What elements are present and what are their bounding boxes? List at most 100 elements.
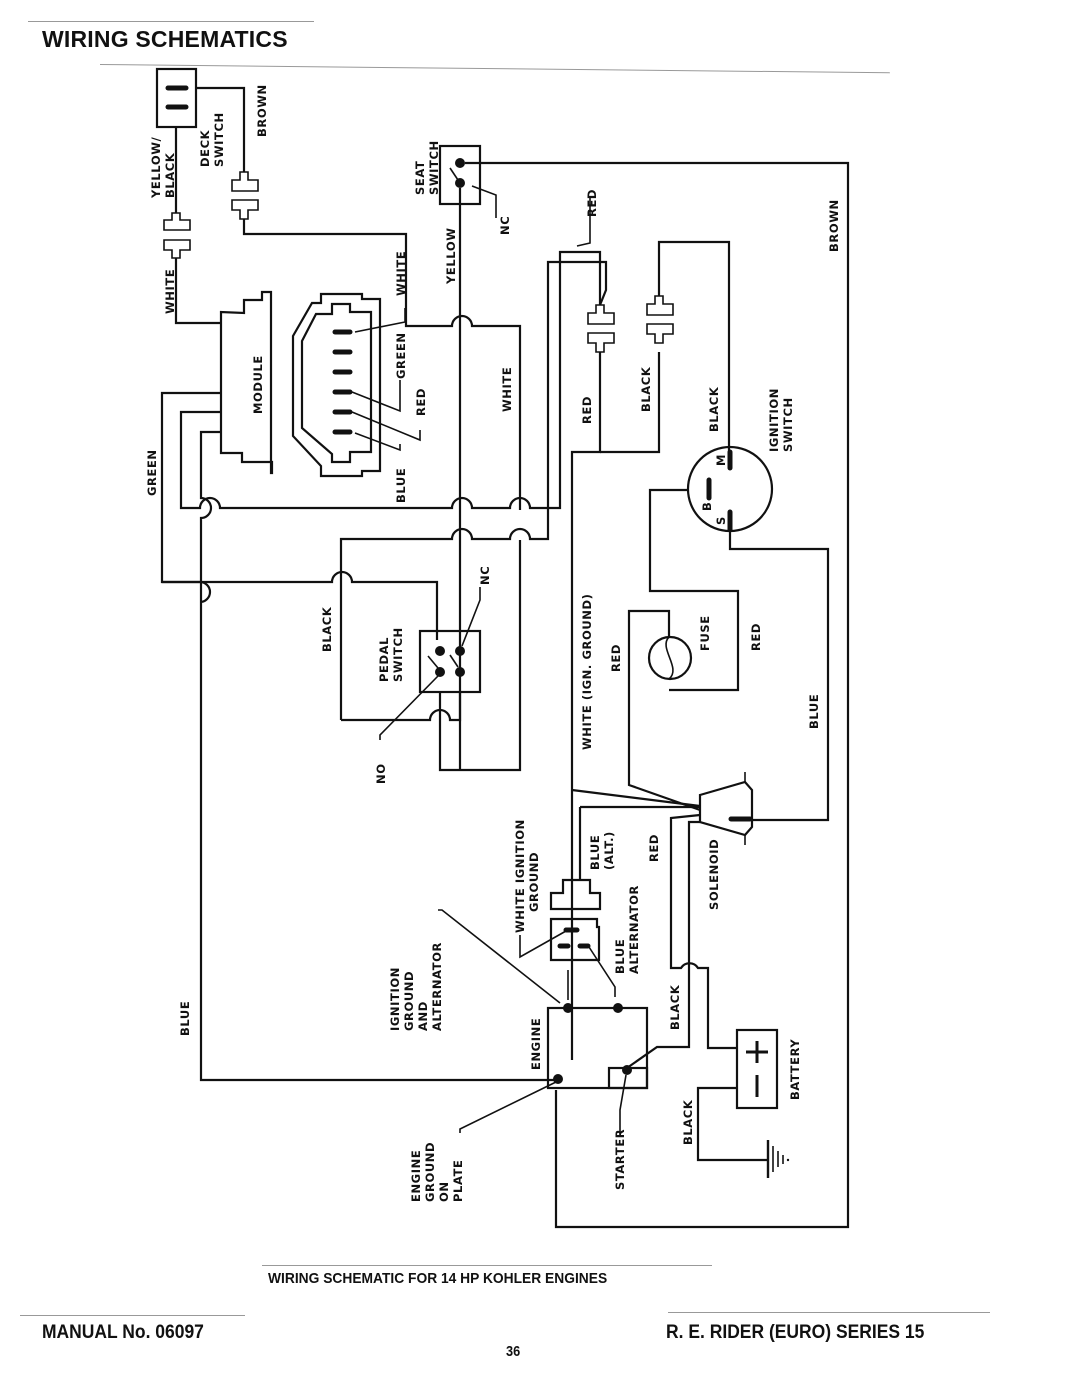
manual-number: MANUAL No. 06097: [42, 1322, 204, 1343]
footer-rule-right: [668, 1312, 990, 1313]
solenoid: [698, 772, 754, 845]
series-title: R. E. RIDER (EURO) SERIES 15: [666, 1322, 925, 1343]
label-white-ignition-ground-2: GROUND: [527, 852, 541, 912]
label-engine-ground-1: ENGINE: [409, 1150, 423, 1202]
label-black-starter: BLACK: [668, 984, 682, 1030]
label-green-left: GREEN: [145, 449, 159, 496]
label-nc-pedal: NC: [478, 566, 492, 585]
figure-caption: WIRING SCHEMATIC FOR 14 HP KOHLER ENGINE…: [268, 1270, 608, 1287]
label-white-ign-ground: WHITE (IGN. GROUND): [580, 594, 594, 751]
label-terminal-b: B: [700, 502, 714, 511]
wire-brown-deck: [196, 86, 246, 172]
label-red-fuse-right: RED: [749, 623, 763, 651]
deck-switch: [155, 67, 198, 129]
label-black-ignition: BLACK: [707, 386, 721, 432]
battery: [735, 1028, 779, 1110]
label-red-top: RED: [585, 189, 599, 217]
ignition-switch: [686, 445, 774, 533]
label-red-center: RED: [580, 396, 594, 424]
label-pedal-switch-1: PEDAL: [377, 637, 391, 682]
label-ign-ground-alt-3: AND: [416, 1001, 430, 1031]
label-yellow-black-1: YELLOW/: [149, 137, 163, 199]
label-starter: STARTER: [613, 1129, 627, 1190]
engine: [438, 909, 649, 1135]
label-brown-right: BROWN: [827, 199, 841, 252]
wire-red-fuse: [648, 488, 740, 692]
red-leader: [576, 198, 591, 247]
wire-black-center: [600, 352, 661, 454]
wire-blue-solenoid: [728, 531, 830, 822]
wire-white-solenoid: [571, 788, 701, 808]
label-deck-switch-1: DECK: [198, 129, 212, 167]
label-brown-deck: BROWN: [255, 84, 269, 137]
label-ign-ground-alt-1: IGNITION: [388, 967, 402, 1031]
label-engine-ground-2: GROUND: [423, 1142, 437, 1202]
wiring-schematic: YELLOW/ BLACK DECK SWITCH BROWN WHITE SE…: [145, 67, 850, 1229]
label-blue-alt-1: BLUE: [588, 835, 602, 870]
module-connector: [291, 292, 421, 478]
label-blue-alternator-2: ALTERNATOR: [627, 885, 641, 974]
seat-switch: [438, 144, 497, 218]
label-blue-module: BLUE: [394, 468, 408, 503]
label-seat-switch-2: SWITCH: [427, 140, 441, 195]
connector-red: [587, 304, 615, 353]
label-ign-ground-alt-2: GROUND: [402, 971, 416, 1031]
label-blue-alt-2: (ALT.): [602, 831, 616, 870]
label-black-center: BLACK: [639, 366, 653, 412]
wire-brown-seat: [465, 161, 850, 1229]
module: [219, 290, 274, 475]
wire-red-fuse-solenoid: [627, 609, 701, 812]
label-red-module: RED: [414, 388, 428, 416]
label-yellow-black-2: BLACK: [163, 152, 177, 198]
label-seat-switch-1: SEAT: [413, 161, 427, 195]
wire-black-ignition: [657, 240, 731, 452]
label-ignition-switch-2: SWITCH: [781, 397, 795, 452]
wire-red-center: [570, 352, 602, 1060]
label-white-left: WHITE: [163, 269, 177, 314]
page-number: 36: [506, 1343, 521, 1360]
label-blue-left: BLUE: [178, 1001, 192, 1036]
label-black-pedal: BLACK: [320, 606, 334, 652]
wire-white-seat: [242, 219, 522, 510]
wire-black-pedal: [162, 570, 439, 640]
label-black-ground: BLACK: [681, 1099, 695, 1145]
label-pedal-switch-2: SWITCH: [391, 627, 405, 682]
page-title: WIRING SCHEMATICS: [42, 26, 288, 52]
label-green-module: GREEN: [394, 332, 408, 379]
label-terminal-s: S: [714, 516, 728, 525]
footer-rule-left: [20, 1315, 245, 1316]
label-engine-ground-3: ON: [437, 1181, 451, 1202]
label-battery: BATTERY: [788, 1039, 802, 1100]
connector-yellow-black: [163, 212, 191, 259]
label-blue-alternator-1: BLUE: [613, 939, 627, 974]
label-deck-switch-2: SWITCH: [212, 112, 226, 167]
ground-icon: [766, 1140, 790, 1178]
connector-brown: [231, 171, 259, 220]
label-white-center: WHITE: [500, 367, 514, 412]
label-white-module-top: WHITE: [394, 251, 408, 296]
caption-rule: [262, 1265, 712, 1266]
label-solenoid: SOLENOID: [707, 839, 721, 910]
label-module: MODULE: [251, 355, 265, 414]
wire-white-module: [174, 258, 221, 325]
label-terminal-m: M: [714, 454, 728, 466]
label-yellow: YELLOW: [444, 228, 458, 286]
pedal-switch: [379, 587, 482, 740]
label-no-pedal: NO: [374, 763, 388, 784]
label-engine-ground-4: PLATE: [451, 1160, 465, 1202]
engine-plug: [519, 878, 616, 1000]
connector-black: [646, 295, 674, 344]
wire-white-pedal: [438, 540, 522, 772]
label-fuse: FUSE: [698, 615, 712, 651]
wire-pedal-bottom: [341, 692, 462, 722]
label-engine: ENGINE: [529, 1018, 543, 1070]
fuse: [647, 635, 693, 681]
label-red-fuse-left: RED: [609, 644, 623, 672]
wire-red-inner: [339, 260, 608, 720]
label-ign-ground-alt-4: ALTERNATOR: [430, 942, 444, 1031]
header-rule-top: [28, 21, 314, 22]
wire-black-ground: [696, 1086, 768, 1162]
label-ignition-switch-1: IGNITION: [767, 388, 781, 452]
wire-blue-engine: [199, 430, 556, 1082]
label-nc-seat: NC: [498, 216, 512, 235]
